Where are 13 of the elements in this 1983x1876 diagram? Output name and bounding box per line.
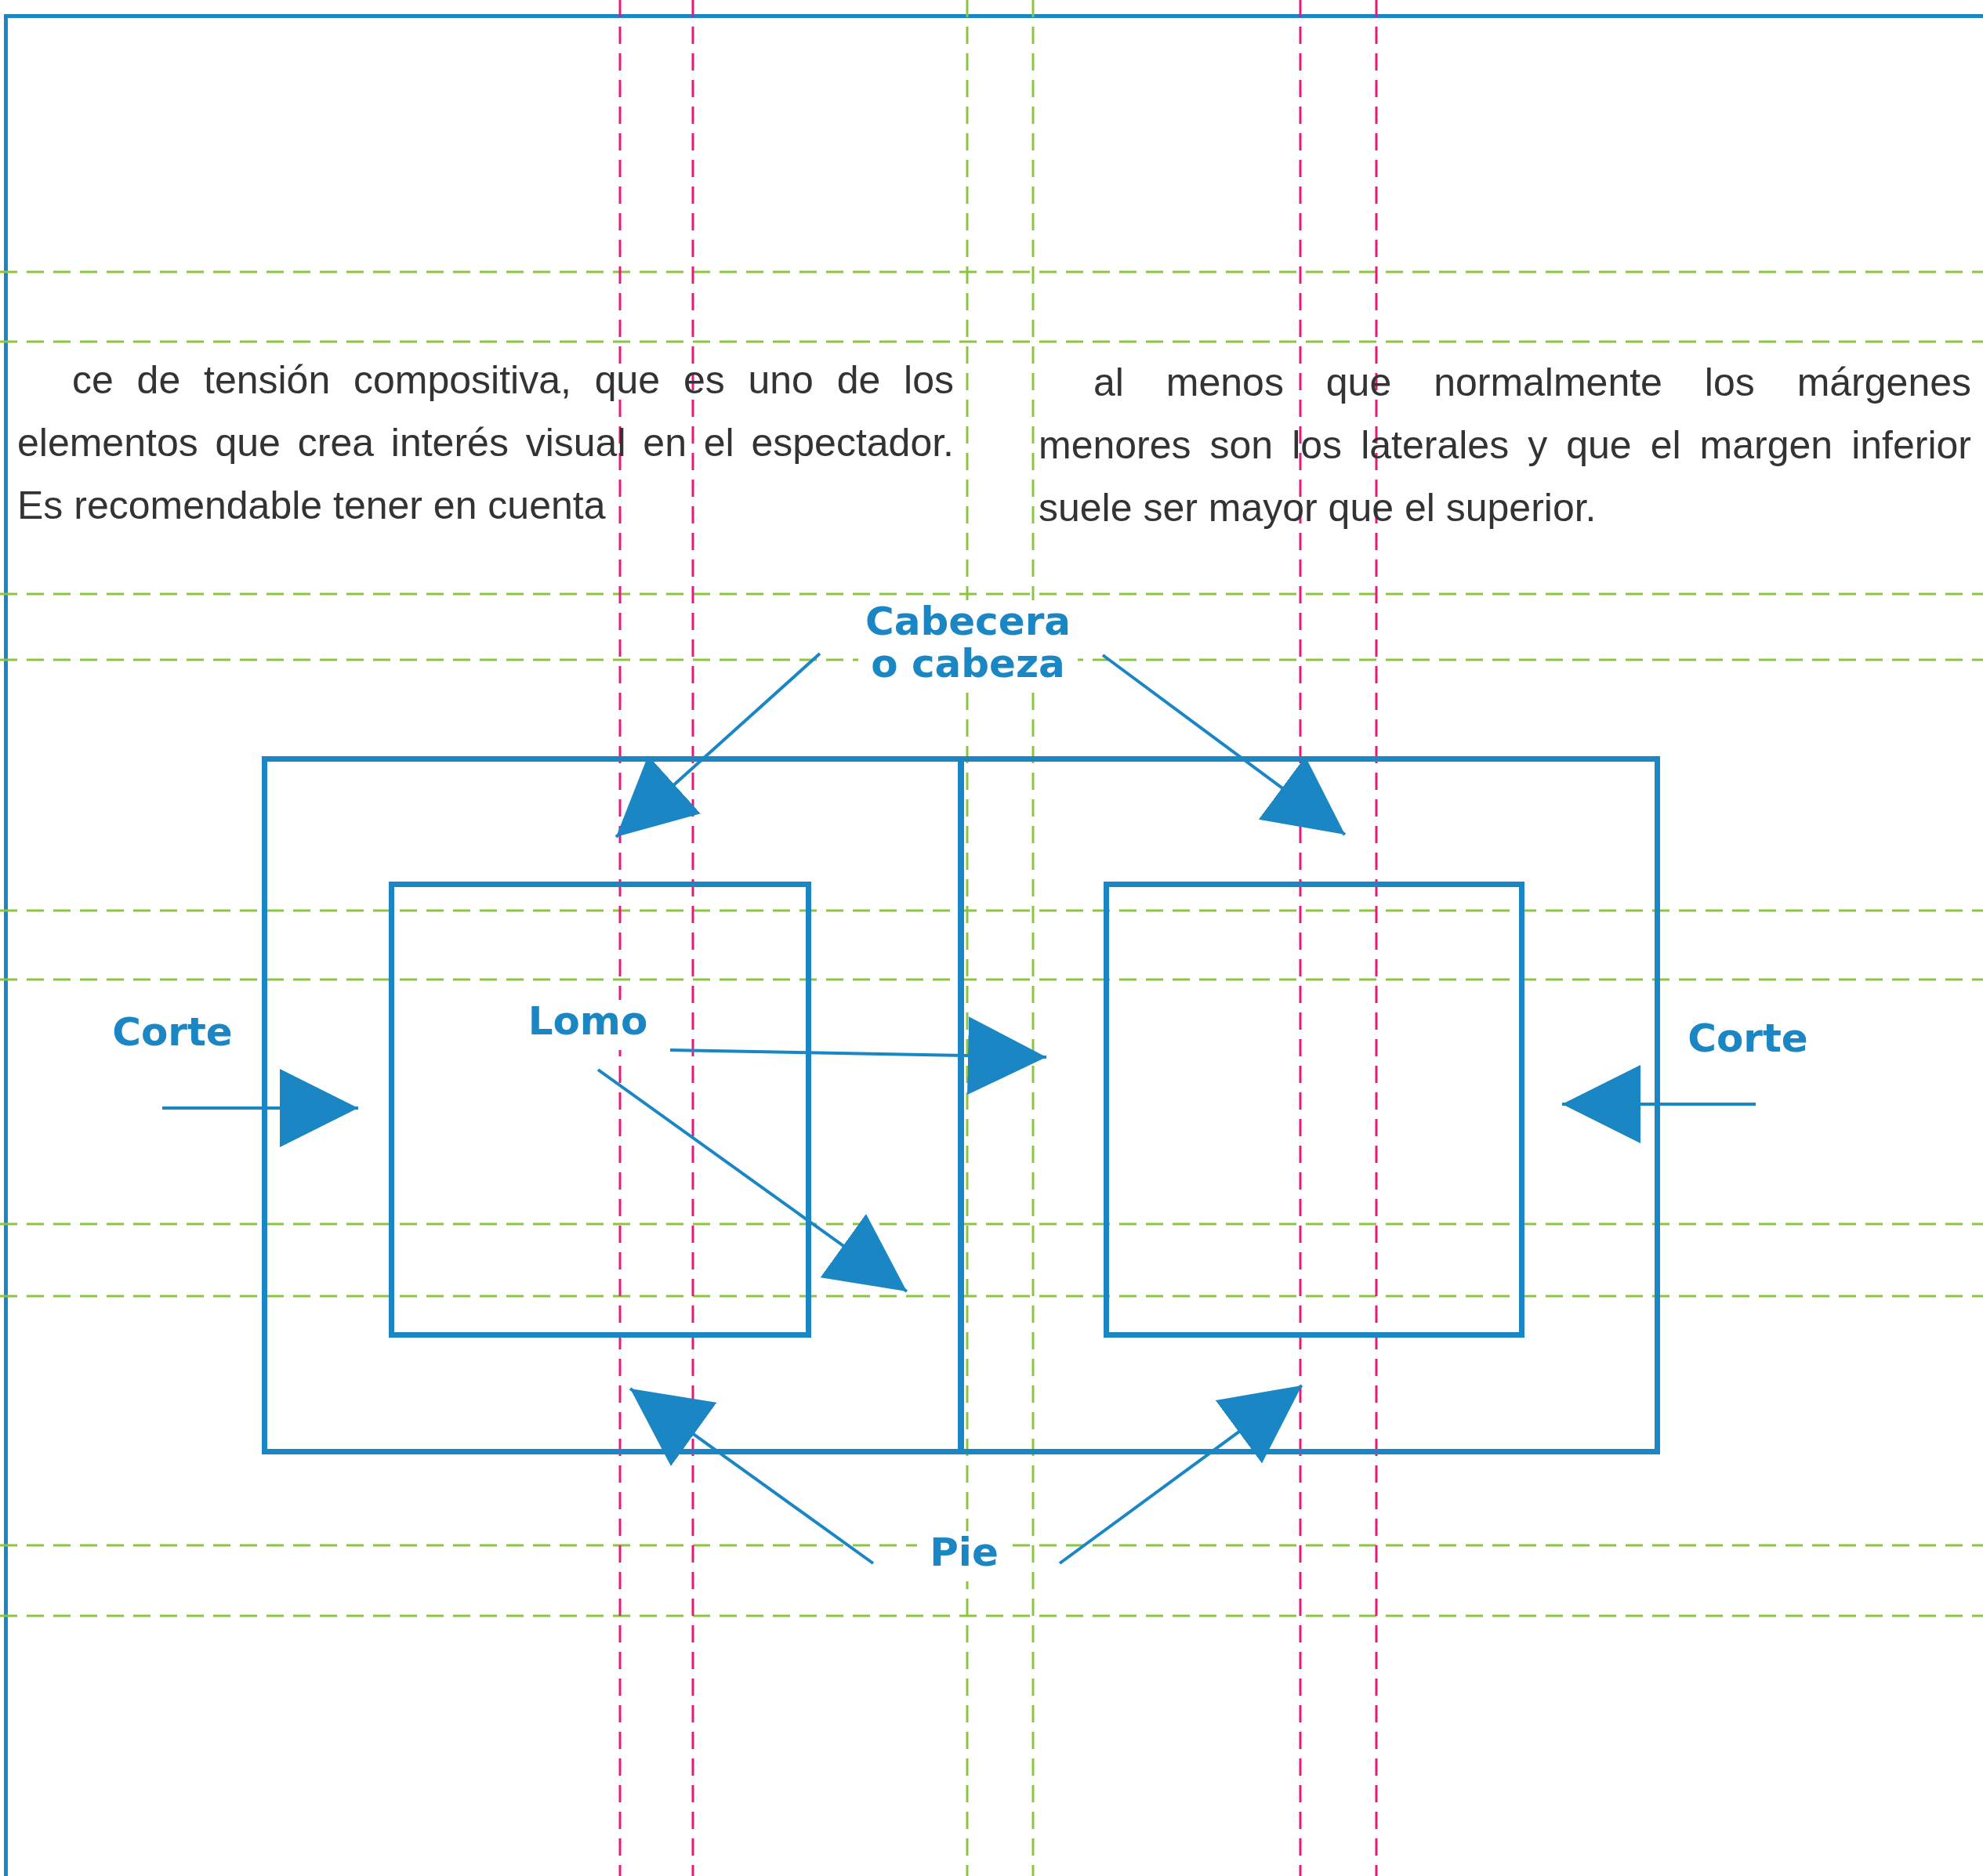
leader-arrow	[629, 1387, 875, 1565]
leader-arrow	[596, 1068, 908, 1293]
leader-arrow	[1101, 654, 1347, 836]
leader-arrow	[669, 1016, 1047, 1096]
page-box	[262, 756, 964, 1454]
body-paragraph: al menos que normalmente los márgenes menores son los laterales y que el margen inferior suele ser mayor que el superior.	[1039, 360, 1971, 531]
text-area-box	[1104, 882, 1524, 1338]
leader-arrow	[1562, 1065, 1756, 1143]
leader-arrow	[1058, 1384, 1303, 1565]
leader-arrow	[162, 1069, 358, 1147]
text-area-box	[389, 882, 811, 1338]
page-box	[958, 756, 1660, 1454]
leader-arrow	[614, 652, 821, 838]
